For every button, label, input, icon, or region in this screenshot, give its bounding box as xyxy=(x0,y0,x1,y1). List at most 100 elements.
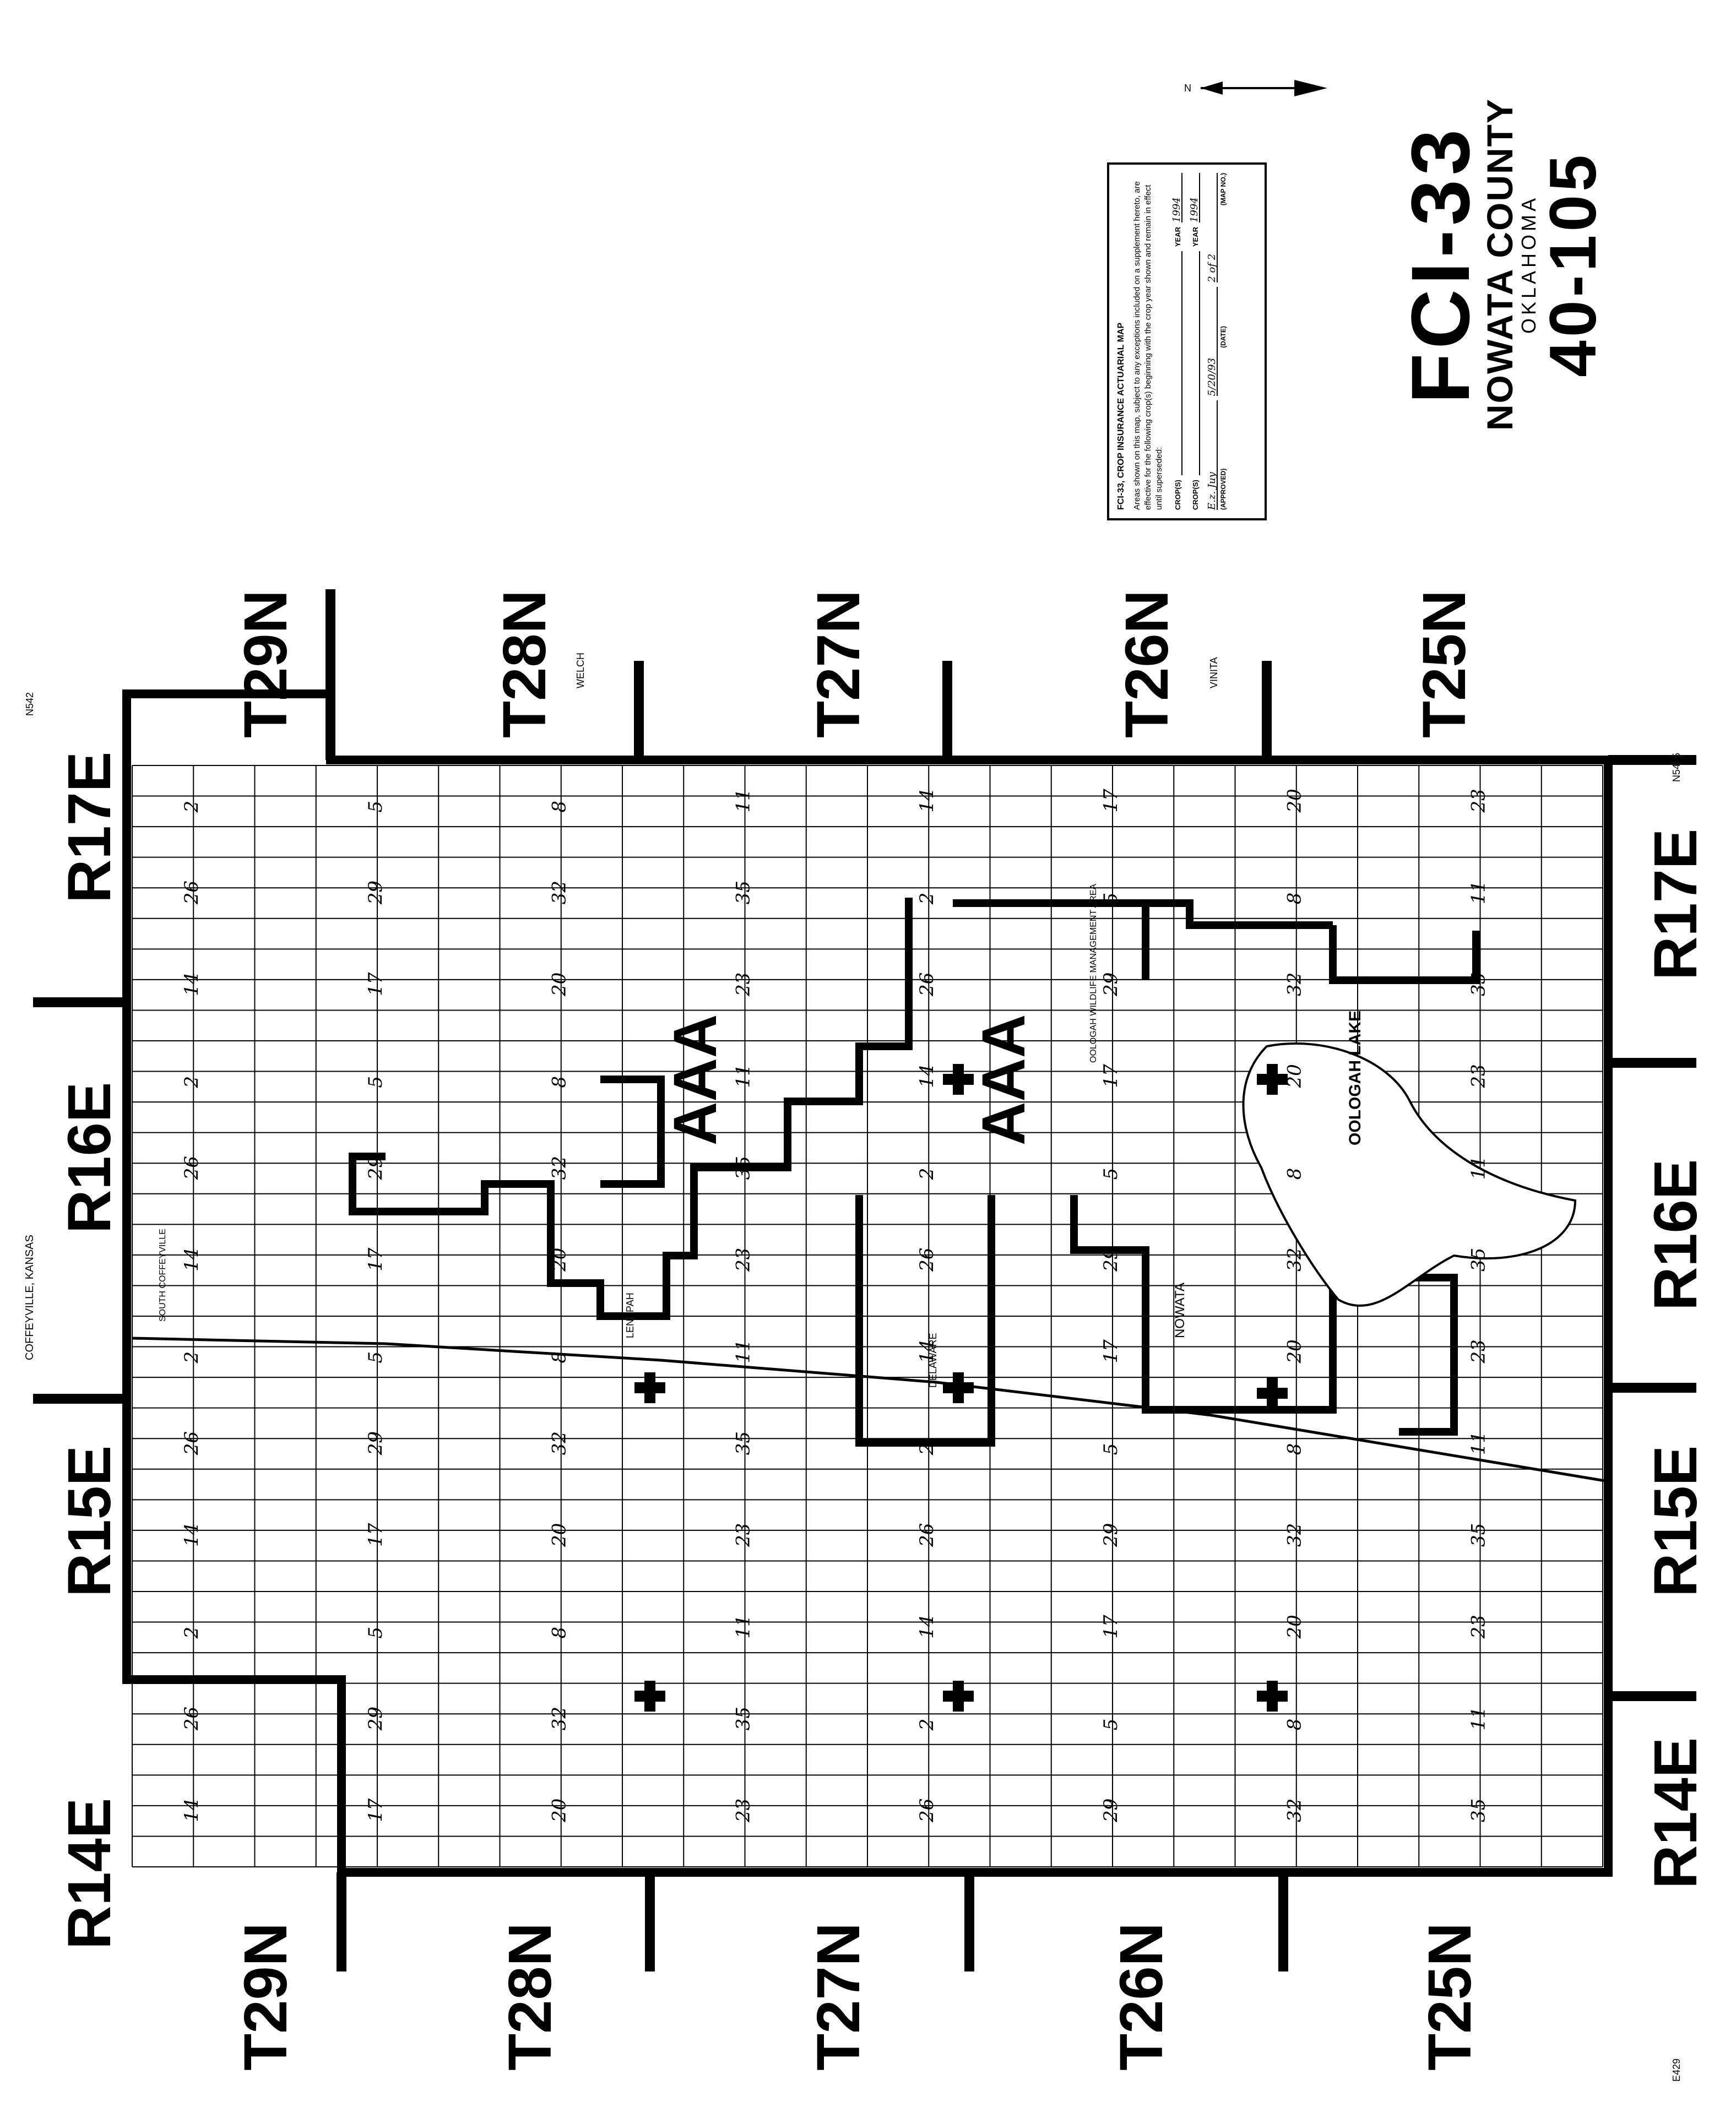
section-number: 17 xyxy=(1100,1339,1122,1364)
highway-line xyxy=(132,1337,1609,1483)
town-label-welch: WELCH xyxy=(575,653,586,688)
section-number: 23 xyxy=(1468,1064,1490,1088)
section-number: 2 xyxy=(916,893,938,905)
section-number: 35 xyxy=(733,1156,755,1180)
section-number: 11 xyxy=(733,1339,755,1363)
section-number: 8 xyxy=(1284,1168,1306,1180)
date-value: 5/20/93 xyxy=(1206,286,1218,396)
section-number: 14 xyxy=(916,789,938,812)
section-number: 17 xyxy=(1100,1615,1122,1639)
special-area-mark-2: AAA xyxy=(970,1014,1038,1145)
cross-mark-v xyxy=(953,1372,964,1403)
section-number: 17 xyxy=(365,1798,387,1822)
section-number: 29 xyxy=(365,1156,387,1180)
township-label-right-4: T26N xyxy=(1108,1922,1175,2071)
township-labels-left: T29N T28N T27N T26N T25N xyxy=(232,590,1478,738)
section-number: 11 xyxy=(1468,1156,1490,1180)
section-number: 26 xyxy=(916,1248,938,1272)
section-number: 23 xyxy=(733,1248,755,1272)
section-number: 14 xyxy=(181,973,203,996)
section-number: 11 xyxy=(1468,1431,1490,1455)
section-number: 20 xyxy=(549,1523,571,1547)
section-number: 35 xyxy=(733,1431,755,1455)
form-title: FCI-33 xyxy=(1394,124,1487,404)
section-number: 35 xyxy=(1468,1523,1490,1547)
township-label-left-4: T26N xyxy=(1113,590,1181,738)
section-number: 29 xyxy=(365,1707,387,1731)
section-number: 20 xyxy=(1284,1064,1306,1088)
section-number: 35 xyxy=(1468,973,1490,996)
township-label-left-3: T27N xyxy=(805,590,872,738)
section-number: 35 xyxy=(733,1707,755,1730)
city-label-coffeyville: COFFEYVILLE, KANSAS xyxy=(24,1235,36,1360)
section-number: 26 xyxy=(181,1707,203,1731)
township-label-left-1: T29N xyxy=(232,590,300,738)
year-label-1: YEAR xyxy=(1173,227,1182,247)
section-number: 26 xyxy=(181,1431,203,1455)
township-label-left-5: T25N xyxy=(1410,590,1478,738)
section-number: 26 xyxy=(181,1156,203,1180)
legend-approval-line: E.z. Juy 5/20/93 2 of 2 xyxy=(1206,172,1218,510)
section-number: 32 xyxy=(549,1707,571,1730)
section-number: 32 xyxy=(1284,973,1306,996)
crops-label-1: CROP(S) xyxy=(1173,480,1182,510)
section-number: 5 xyxy=(1100,1719,1122,1731)
legend-title: FCI-33, CROP INSURANCE ACTUARIAL MAP xyxy=(1116,322,1126,510)
section-number: 2 xyxy=(916,1443,938,1456)
cross-mark-v xyxy=(953,1064,964,1095)
section-number: 32 xyxy=(1284,1799,1306,1822)
section-number: 23 xyxy=(733,1523,755,1547)
section-number: 20 xyxy=(549,973,571,997)
section-number: 29 xyxy=(365,881,387,905)
section-number: 2 xyxy=(181,1351,203,1364)
cross-mark-v xyxy=(644,1372,655,1403)
crops-value-1 xyxy=(1170,251,1183,476)
section-number: 29 xyxy=(1100,1799,1122,1823)
section-number: 26 xyxy=(181,881,203,905)
section-number: 20 xyxy=(549,1248,571,1272)
section-number: 35 xyxy=(733,881,755,904)
year-label-2: YEAR xyxy=(1191,227,1200,247)
section-number: 32 xyxy=(1284,1248,1306,1272)
cross-mark-v xyxy=(1267,1378,1278,1409)
township-label-right-5: T25N xyxy=(1416,1922,1484,2071)
range-label-bottom-r15e: R15E xyxy=(1642,1446,1710,1597)
crops-label-2: CROP(S) xyxy=(1191,480,1200,510)
edge-code-1: N542 xyxy=(24,692,35,716)
section-number: 17 xyxy=(365,972,387,996)
section-number: 32 xyxy=(549,1156,571,1180)
oologah-lake xyxy=(1242,1042,1577,1307)
legend-footer: (APPROVED) (DATE) (MAP NO.) xyxy=(1219,173,1228,510)
section-number: 8 xyxy=(549,1627,571,1639)
approved-label: (APPROVED) xyxy=(1219,468,1228,510)
section-number: 14 xyxy=(916,1064,938,1088)
section-number: 11 xyxy=(733,1064,755,1088)
section-number: 29 xyxy=(1100,1523,1122,1547)
section-number: 14 xyxy=(181,1523,203,1547)
section-number: 8 xyxy=(549,1076,571,1088)
section-number: 14 xyxy=(916,1615,938,1638)
section-number: 20 xyxy=(1284,1339,1306,1364)
section-number: 20 xyxy=(549,1799,571,1823)
range-label-top-r14e: R14E xyxy=(56,1798,123,1949)
section-number: 20 xyxy=(1284,789,1306,813)
township-label-right-1: T29N xyxy=(232,1922,300,2071)
range-labels-bottom: R14E R15E R16E R17E xyxy=(1642,829,1710,1889)
edge-code-2: N5425 xyxy=(1671,753,1682,782)
range-label-bottom-r17e: R17E xyxy=(1642,829,1710,980)
legend-crop-line-2: CROP(S) YEAR 1994 xyxy=(1188,173,1201,510)
section-number: 8 xyxy=(1284,1719,1306,1731)
section-number: 26 xyxy=(916,1523,938,1547)
range-label-top-r16e: R16E xyxy=(56,1082,123,1234)
range-label-top-r17e: R17E xyxy=(56,752,123,903)
wildlife-area-label: OOLOGAH WILDLIFE MANAGEMENT AREA xyxy=(1089,884,1098,1063)
lake-label: OOLOGAH LAKE xyxy=(1346,1011,1364,1145)
cross-mark-v xyxy=(644,1681,655,1712)
county-code: 40-105 xyxy=(1536,151,1610,377)
section-number: 2 xyxy=(916,1719,938,1731)
section-number: 11 xyxy=(1468,881,1490,904)
section-number: 2 xyxy=(181,801,203,813)
section-number: 2 xyxy=(181,1627,203,1639)
cross-mark-v xyxy=(1267,1064,1278,1095)
section-number: 20 xyxy=(1284,1615,1306,1639)
